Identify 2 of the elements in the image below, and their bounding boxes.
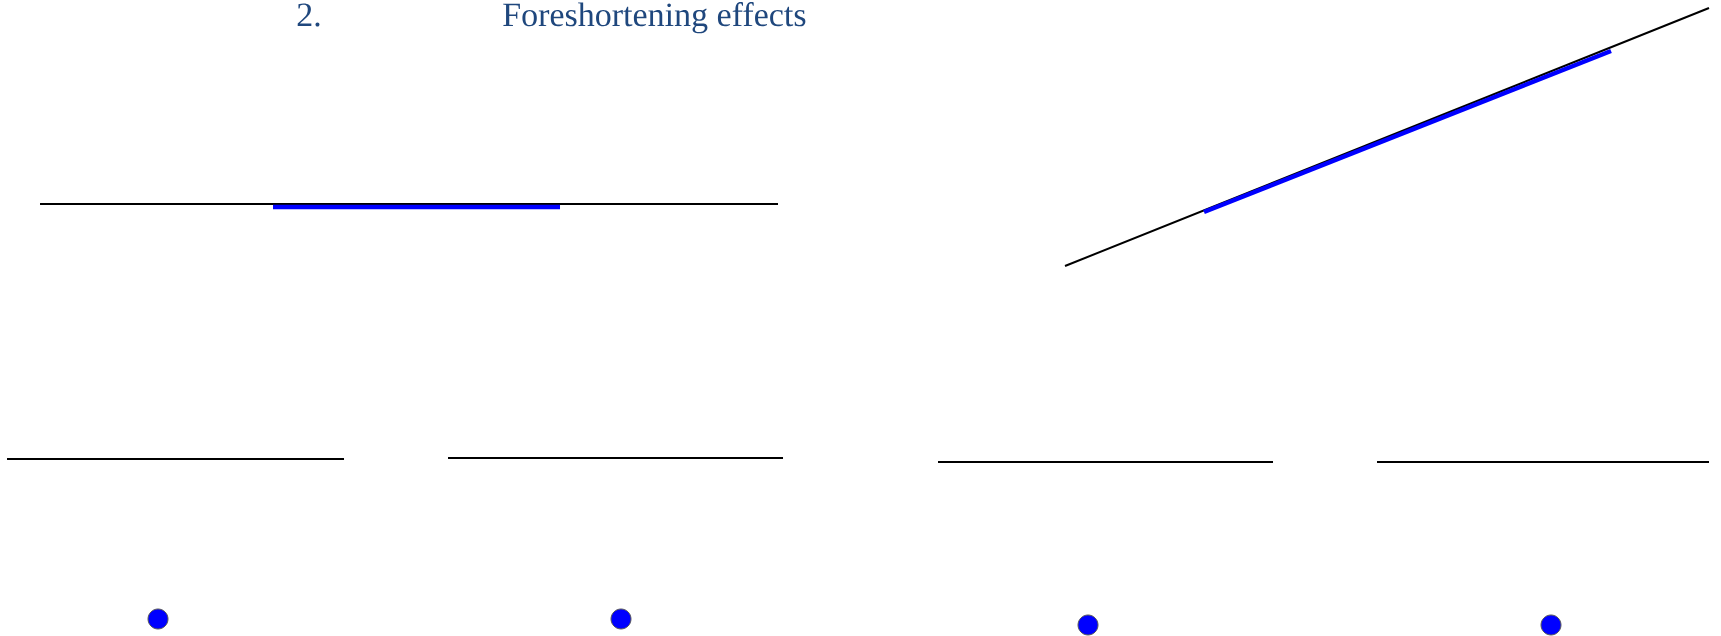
heading-number: 2. xyxy=(297,3,320,27)
title: Foreshortening effects xyxy=(503,2,806,34)
